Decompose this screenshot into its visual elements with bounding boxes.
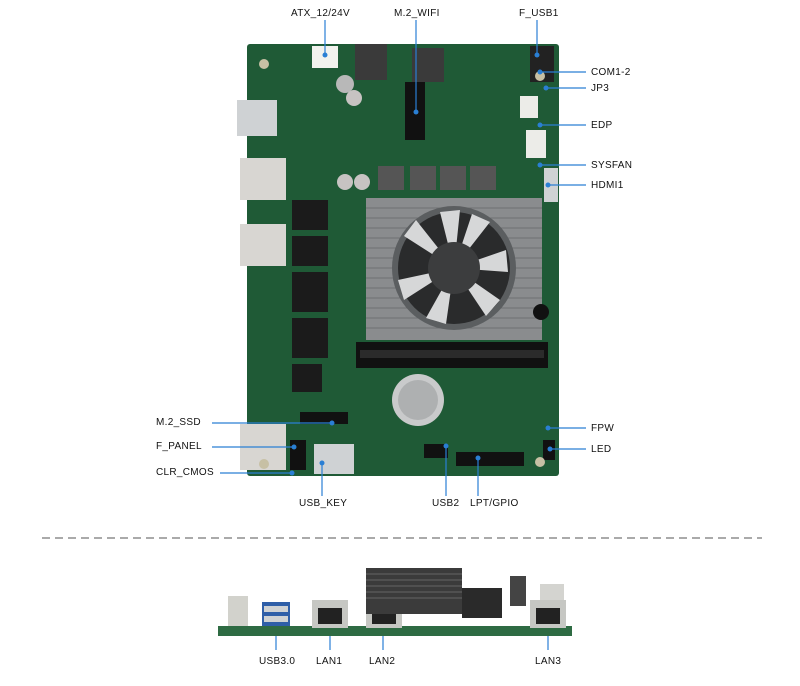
label-fpw: FPW (591, 423, 615, 434)
label-lpt-gpio: LPT/GPIO (470, 498, 519, 509)
label-f-usb1: F_USB1 (519, 8, 559, 19)
rj45-port-top-2 (240, 224, 286, 266)
label-m2-wifi: M.2_WIFI (394, 8, 440, 19)
label-hdmi1: HDMI1 (591, 180, 624, 191)
usb3-port-side (262, 602, 290, 626)
label-lan2: LAN2 (369, 656, 396, 667)
label-usb-key: USB_KEY (299, 498, 348, 509)
usb-port-top (237, 100, 277, 136)
label-usb2: USB2 (432, 498, 460, 509)
label-clr-cmos: CLR_CMOS (156, 467, 214, 478)
label-com1-2: COM1-2 (591, 67, 631, 78)
rj45-port-top-1 (240, 158, 286, 200)
label-led: LED (591, 444, 612, 455)
label-usb3-0: USB3.0 (259, 656, 296, 667)
label-jp3: JP3 (591, 83, 610, 94)
label-m2-ssd: M.2_SSD (156, 417, 201, 428)
label-f-panel: F_PANEL (156, 441, 202, 452)
board-side-view (218, 568, 572, 636)
label-sysfan: SYSFAN (591, 160, 633, 171)
label-lan1: LAN1 (316, 656, 343, 667)
board-top-view (237, 44, 559, 476)
label-edp: EDP (591, 120, 613, 131)
label-lan3: LAN3 (535, 656, 562, 667)
label-atx-12-24v: ATX_12/24V (291, 8, 350, 19)
